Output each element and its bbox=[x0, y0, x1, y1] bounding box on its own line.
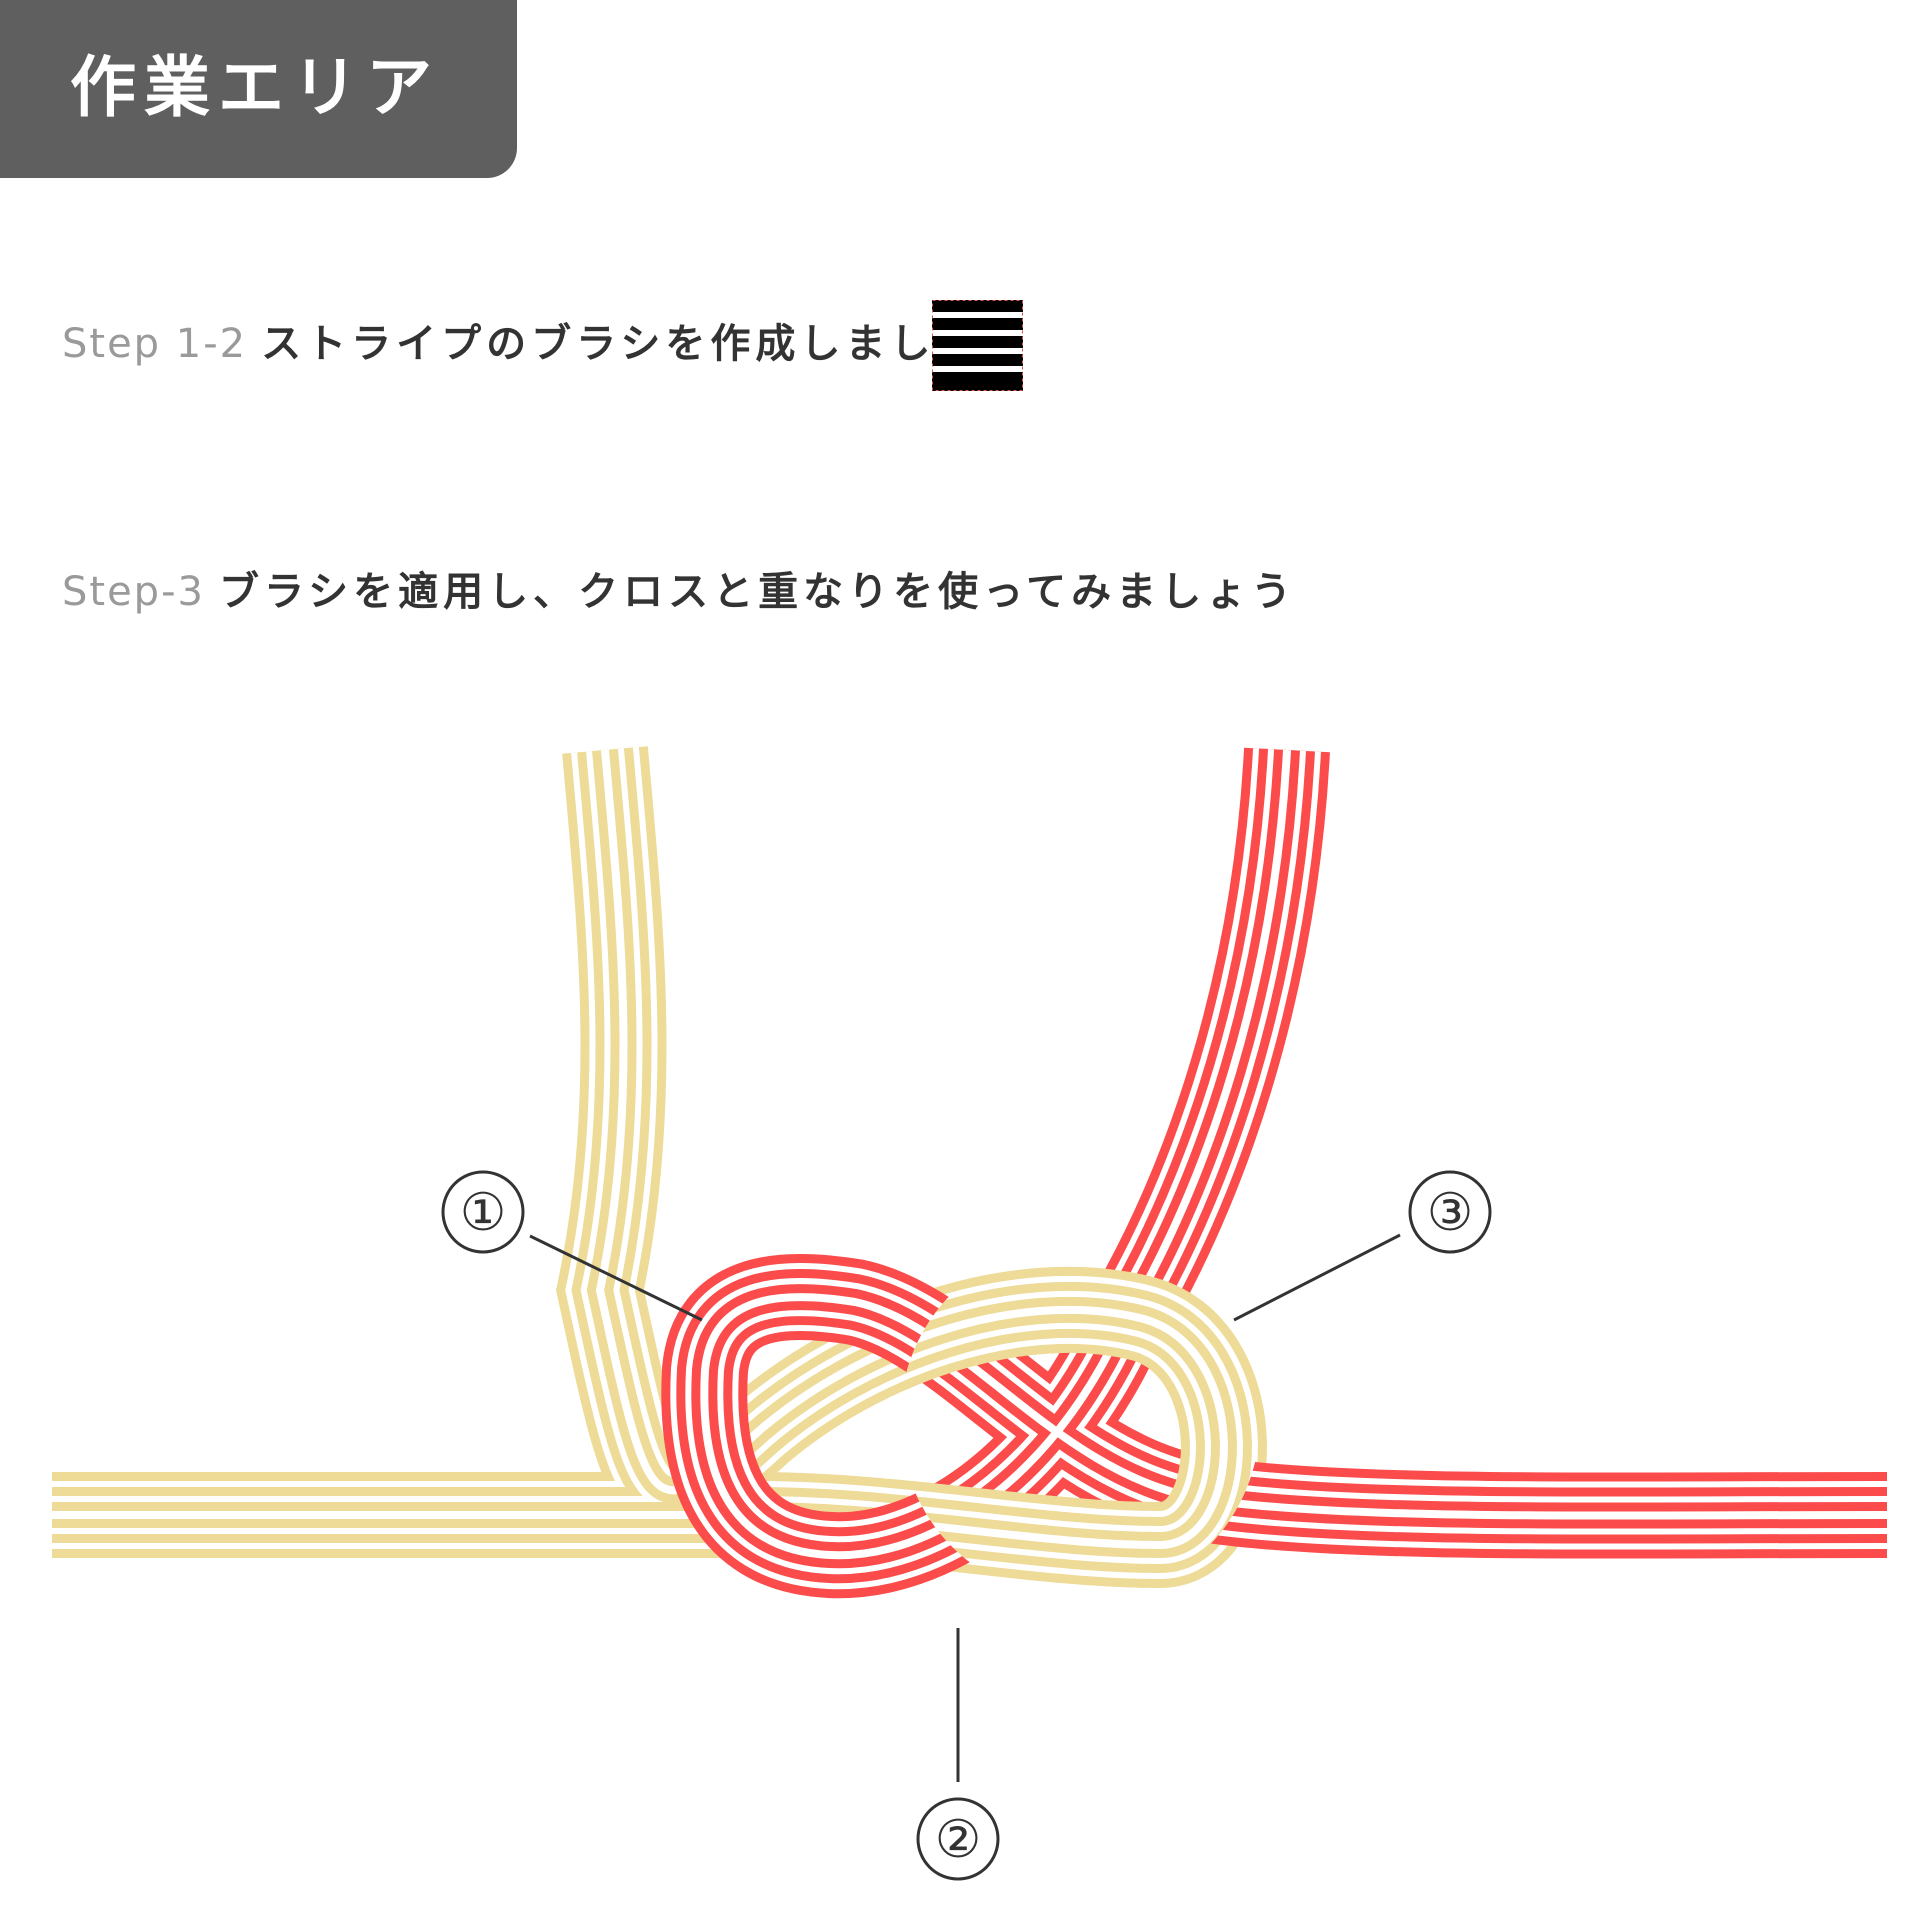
step-1-2-label: Step 1-2 bbox=[62, 321, 248, 367]
callout-1-label: ① bbox=[460, 1183, 507, 1243]
callout-2-label: ② bbox=[935, 1810, 982, 1870]
callout-1: ① bbox=[441, 1170, 525, 1254]
stripe-brush-icon bbox=[932, 300, 1023, 391]
step-1-2-text: ストライプのブラシを作成しましょう bbox=[261, 321, 1026, 367]
step-3-text: ブラシを適用し、クロスと重なりを使ってみましょう bbox=[218, 569, 1297, 615]
step-3-label: Step-3 bbox=[62, 569, 205, 615]
page-title: 作業エリア bbox=[70, 49, 440, 126]
callout-3-label: ③ bbox=[1427, 1183, 1474, 1243]
step-3-instruction: Step-3 ブラシを適用し、クロスと重なりを使ってみましょう bbox=[62, 567, 1296, 617]
header-tab: 作業エリア bbox=[0, 0, 517, 178]
callout-3: ③ bbox=[1408, 1170, 1492, 1254]
callout-1-leader bbox=[529, 1234, 703, 1322]
step-1-2-instruction: Step 1-2 ストライプのブラシを作成しましょう bbox=[62, 319, 1025, 369]
callout-3-leader bbox=[1233, 1233, 1401, 1322]
red-cord bbox=[704, 750, 1887, 1555]
callout-2: ② bbox=[916, 1797, 1000, 1881]
